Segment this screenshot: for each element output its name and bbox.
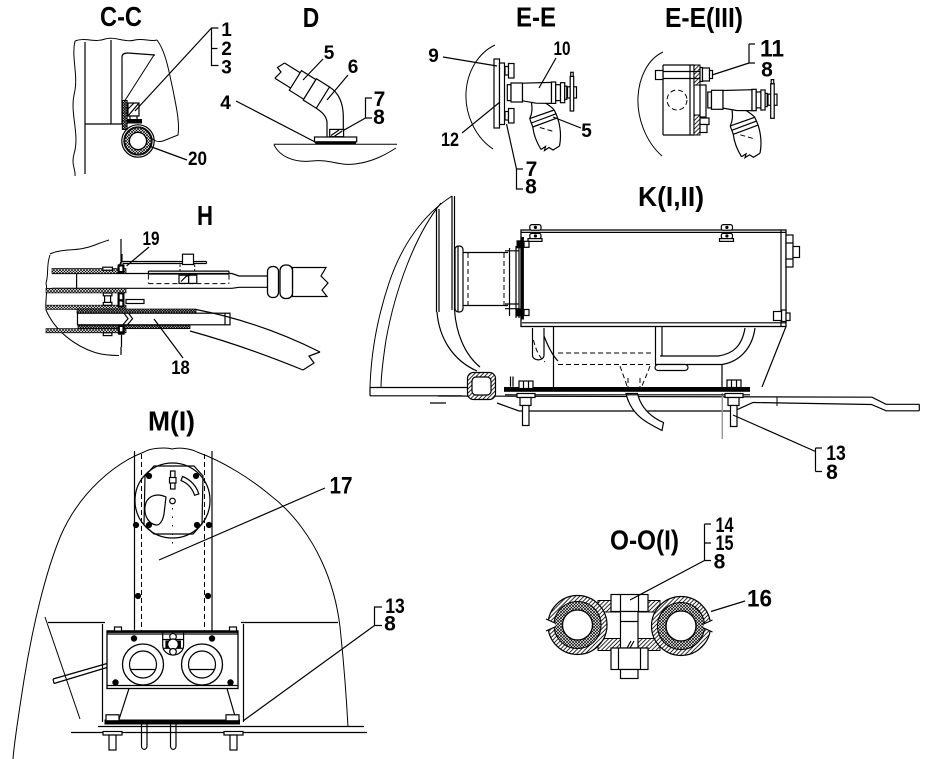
svg-text:19: 19 bbox=[143, 229, 160, 250]
svg-text:11: 11 bbox=[760, 36, 784, 63]
svg-text:5: 5 bbox=[581, 121, 592, 142]
svg-text:1: 1 bbox=[221, 20, 232, 41]
svg-text:8: 8 bbox=[714, 551, 726, 574]
svg-text:5: 5 bbox=[324, 43, 335, 64]
svg-text:10: 10 bbox=[554, 39, 571, 60]
svg-text:9: 9 bbox=[428, 46, 439, 67]
svg-text:17: 17 bbox=[330, 473, 353, 500]
svg-text:E-E: E-E bbox=[516, 2, 556, 33]
svg-text:20: 20 bbox=[188, 149, 207, 170]
svg-text:13: 13 bbox=[385, 595, 405, 618]
svg-text:8: 8 bbox=[373, 106, 385, 129]
svg-text:8: 8 bbox=[826, 461, 838, 484]
svg-text:7: 7 bbox=[374, 88, 386, 111]
svg-text:M(I): M(I) bbox=[148, 406, 195, 437]
svg-text:12: 12 bbox=[441, 130, 459, 151]
svg-text:H: H bbox=[197, 200, 213, 231]
svg-text:13: 13 bbox=[826, 442, 846, 465]
svg-text:O-O(I): O-O(I) bbox=[610, 525, 679, 556]
svg-text:18: 18 bbox=[171, 358, 190, 379]
svg-text:4: 4 bbox=[220, 93, 231, 114]
svg-text:14: 14 bbox=[716, 514, 734, 537]
svg-text:2: 2 bbox=[221, 39, 232, 60]
svg-text:6: 6 bbox=[348, 57, 359, 78]
svg-text:15: 15 bbox=[716, 532, 734, 555]
svg-text:D: D bbox=[303, 2, 320, 33]
svg-text:3: 3 bbox=[221, 58, 232, 79]
svg-text:8: 8 bbox=[525, 176, 537, 199]
svg-text:E-E(III): E-E(III) bbox=[665, 2, 743, 33]
svg-text:8: 8 bbox=[761, 59, 773, 82]
svg-text:K(I,II): K(I,II) bbox=[638, 181, 704, 212]
svg-text:7: 7 bbox=[526, 158, 538, 181]
svg-text:C-C: C-C bbox=[100, 1, 142, 32]
svg-text:8: 8 bbox=[384, 613, 396, 636]
svg-text:16: 16 bbox=[747, 586, 772, 613]
